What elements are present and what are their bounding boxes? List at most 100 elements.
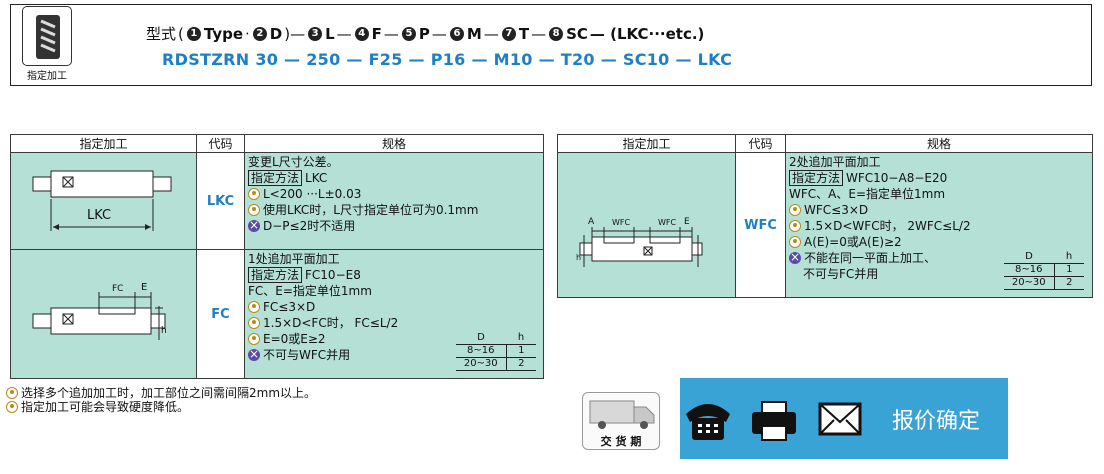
circle-number: 6 bbox=[449, 26, 464, 41]
mini-cell: 2 bbox=[1054, 276, 1084, 290]
h-dim-label: h bbox=[161, 326, 167, 336]
col-header-process: 指定加工 bbox=[557, 134, 736, 153]
code-wfc: WFC bbox=[735, 152, 786, 298]
formula-prefix: 型式 bbox=[146, 25, 177, 43]
wfc-drawing: A WFC WFC E h bbox=[557, 152, 736, 298]
formula-item: Type bbox=[203, 24, 244, 43]
prohibited-icon bbox=[248, 346, 260, 362]
mini-cell: 20~30 bbox=[456, 357, 507, 371]
mini-cell: 1 bbox=[506, 344, 536, 358]
circle-number: 2 bbox=[252, 26, 267, 41]
code-fc: FC bbox=[196, 249, 245, 379]
lkc-drawing: LKC bbox=[10, 152, 197, 250]
tip-text: 1.5×D<WFC时， 2WFC≤L/2 bbox=[804, 219, 971, 233]
method-value: LKC bbox=[305, 171, 328, 185]
formula-sep: — bbox=[431, 24, 447, 43]
tip-icon bbox=[248, 188, 260, 200]
formula-item: T bbox=[518, 24, 530, 43]
tip-text: 1.5×D<FC时， FC≤L/2 bbox=[263, 316, 399, 330]
mini-header: h bbox=[506, 332, 536, 345]
right-spec-table: 指定加工 代码 规格 A bbox=[557, 134, 1093, 298]
col-header-process: 指定加工 bbox=[10, 134, 197, 153]
spec-line: 2处追加平面加工 bbox=[789, 155, 881, 169]
mini-cell: 8~16 bbox=[1004, 263, 1055, 277]
unit-line: WFC、A、E=指定单位1mm bbox=[789, 187, 946, 201]
mini-header: D bbox=[1004, 251, 1054, 264]
icon-caption: 指定加工 bbox=[27, 71, 67, 82]
formula-item: D bbox=[269, 24, 283, 43]
formula-item: M bbox=[466, 24, 482, 43]
phone-icon[interactable] bbox=[686, 404, 730, 440]
printer-icon[interactable] bbox=[752, 401, 796, 441]
col-header-code: 代码 bbox=[735, 134, 786, 153]
formula-suffix: — (LKC···etc.) bbox=[589, 24, 705, 43]
tip-icon bbox=[248, 333, 260, 345]
mini-cell: 20~30 bbox=[1004, 276, 1055, 290]
note-text: 指定加工可能会导致硬度降低。 bbox=[21, 400, 190, 414]
circle-number: 4 bbox=[354, 26, 369, 41]
tip-icon bbox=[6, 387, 18, 399]
header-box bbox=[10, 4, 1092, 86]
e-dim-label: E bbox=[141, 282, 148, 293]
action-bar bbox=[680, 378, 1008, 459]
mini-header: D bbox=[456, 332, 506, 345]
h-dim-label: h bbox=[576, 253, 582, 262]
formula-item: L bbox=[325, 24, 335, 43]
method-value: FC10−E8 bbox=[305, 268, 361, 282]
tip-icon bbox=[248, 204, 260, 216]
no-text: D−P≤2时不适用 bbox=[263, 219, 356, 233]
prohibited-icon bbox=[789, 249, 801, 265]
no-text: 不可与WFC并用 bbox=[263, 348, 351, 362]
tip-icon bbox=[789, 236, 801, 248]
tip-icon bbox=[248, 317, 260, 329]
method-tag: 指定方法 bbox=[248, 267, 303, 283]
tip-text: FC≤3×D bbox=[263, 300, 316, 314]
tip-icon bbox=[789, 220, 801, 232]
formula-sep: — bbox=[483, 24, 499, 43]
note-text: 选择多个追加加工时，加工部位之间需间隔2mm以上。 bbox=[21, 386, 317, 400]
no-text: 不能在同一平面上加工、 bbox=[804, 251, 937, 265]
circle-number: 1 bbox=[186, 26, 201, 41]
spec-line: 变更L尺寸公差。 bbox=[248, 155, 339, 169]
method-value: WFC10−A8−E20 bbox=[846, 171, 948, 185]
fc-dim-label: FC bbox=[112, 284, 124, 294]
formula-sep: — bbox=[383, 24, 399, 43]
spec-line: 1处追加平面加工 bbox=[248, 252, 340, 266]
tip-text: A(E)=0或A(E)≥2 bbox=[804, 235, 902, 249]
email-icon[interactable] bbox=[818, 402, 862, 436]
tip-text: WFC≤3×D bbox=[804, 203, 869, 217]
quote-button[interactable]: 报价确定 bbox=[892, 409, 981, 434]
e-dim-label: E bbox=[684, 217, 690, 227]
formula-sep: )— bbox=[284, 24, 306, 43]
code-lkc: LKC bbox=[196, 152, 245, 250]
formula-open: ( bbox=[178, 24, 184, 43]
formula-sep: · bbox=[245, 24, 250, 43]
circle-number: 3 bbox=[308, 26, 323, 41]
mini-cell: 1 bbox=[1054, 263, 1084, 277]
wfc-dim-label: WFC bbox=[612, 218, 631, 227]
tip-icon bbox=[6, 401, 18, 413]
mini-cell: 2 bbox=[506, 357, 536, 371]
wfc-dim-label: WFC bbox=[658, 218, 677, 227]
method-tag: 指定方法 bbox=[248, 170, 303, 186]
tip-text: E=0或E≥2 bbox=[263, 332, 326, 346]
footnotes: 选择多个追加加工时，加工部位之间需间隔2mm以上。 指定加工可能会导致硬度降低。 bbox=[6, 386, 316, 414]
delivery-button[interactable]: 交 货 期 bbox=[582, 392, 660, 450]
truck-icon bbox=[589, 400, 655, 429]
mini-header: h bbox=[1054, 251, 1084, 264]
formula-item: F bbox=[371, 24, 382, 43]
prohibited-icon bbox=[248, 217, 260, 233]
fc-drawing: FC E h bbox=[10, 249, 197, 379]
formula-sep: — bbox=[336, 24, 352, 43]
formula-sep: — bbox=[531, 24, 547, 43]
circle-number: 8 bbox=[549, 26, 564, 41]
drill-bit-icon bbox=[22, 6, 72, 66]
col-header-spec: 规格 bbox=[244, 134, 544, 153]
